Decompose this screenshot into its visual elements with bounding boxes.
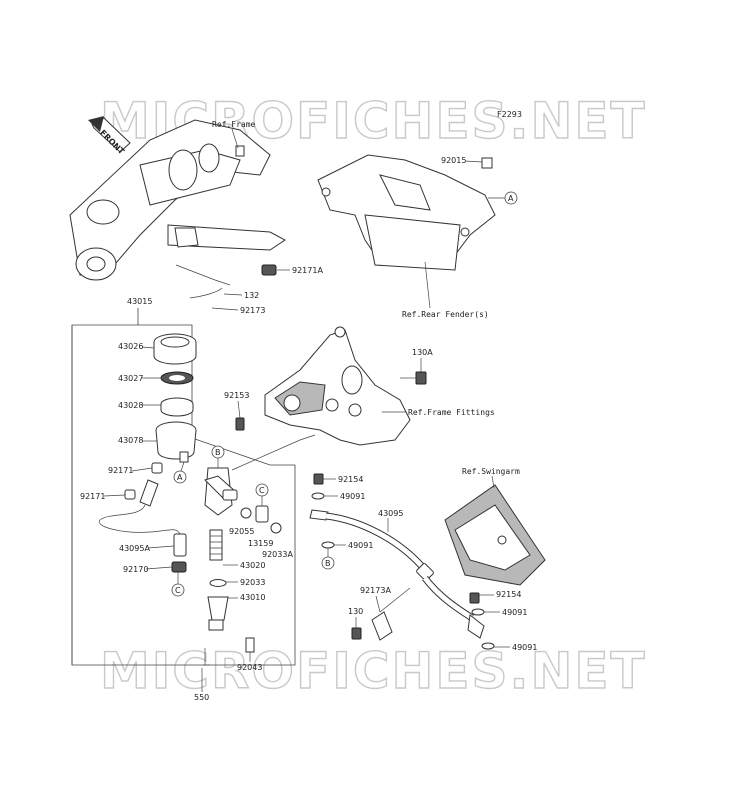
part-43026: 43026 [118, 342, 143, 351]
part-92154-upper: 92154 [338, 475, 363, 484]
part-92170: 92170 [123, 565, 148, 574]
part-43028: 43028 [118, 401, 143, 410]
rear-fender [317, 154, 496, 271]
washer-49091-b [321, 541, 335, 549]
part-92043: 92043 [237, 663, 262, 672]
part-43095A: 43095A [119, 544, 150, 553]
bolt-130A [415, 371, 427, 385]
hose-clamp [371, 587, 411, 641]
washer-49091-c [471, 608, 485, 616]
reservoir-hose [98, 462, 187, 573]
callout-b-line-label: B [325, 559, 331, 568]
part-130: 130 [348, 607, 363, 616]
part-130A: 130A [412, 348, 433, 357]
part-49091-d: 49091 [512, 643, 537, 652]
part-92055: 92055 [229, 527, 254, 536]
part-43010: 43010 [240, 593, 265, 602]
part-92033: 92033 [240, 578, 265, 587]
part-43095: 43095 [378, 509, 403, 518]
part-49091-a: 49091 [340, 492, 365, 501]
callout-c-hose-label: C [175, 586, 181, 595]
part-92173: 92173 [240, 306, 265, 315]
part-550: 550 [194, 693, 209, 702]
part-92154-lower: 92154 [496, 590, 521, 599]
washer-49091-a [311, 492, 325, 500]
figure-code: F2293 [497, 110, 522, 119]
frame-assembly [69, 119, 286, 299]
part-92171-lower: 92171 [80, 492, 105, 501]
ref-swingarm: Ref.Swingarm [462, 467, 520, 476]
reservoir-cap [153, 333, 197, 365]
oring-92033A [270, 522, 282, 534]
brake-hose [309, 509, 485, 639]
part-49091-c: 49091 [502, 608, 527, 617]
callout-a-fender-label: A [508, 194, 514, 203]
part-92153: 92153 [224, 391, 249, 400]
washer-49091-d [481, 642, 495, 650]
part-132: 132 [244, 291, 259, 300]
part-92033A: 92033A [262, 550, 293, 559]
swingarm [444, 484, 546, 586]
oring-92055 [240, 507, 252, 519]
ref-frame-fittings: Ref.Frame Fittings [408, 408, 495, 417]
callout-c-cylinder-label: C [259, 486, 265, 495]
part-43027: 43027 [118, 374, 143, 383]
frame-fittings-bracket [264, 326, 411, 446]
bolt-92154-lower [469, 592, 480, 604]
part-92173A: 92173A [360, 586, 391, 595]
part-92171A: 92171A [292, 266, 323, 275]
bolt-92154-upper [313, 473, 324, 485]
part-92015: 92015 [441, 156, 466, 165]
callout-a-reservoir-label: A [177, 473, 183, 482]
callout-a-reservoir [173, 470, 187, 484]
bolt-130 [351, 627, 362, 640]
part-43020: 43020 [240, 561, 265, 570]
part-92171-upper: 92171 [108, 466, 133, 475]
fitting-13159 [255, 505, 269, 523]
part-13159: 13159 [248, 539, 273, 548]
part-43015: 43015 [127, 297, 152, 306]
ref-rear-fender: Ref.Rear Fender(s) [402, 310, 489, 319]
ref-frame: Ref.Frame [212, 120, 256, 129]
callout-b-cylinder-label: B [215, 448, 221, 457]
part-43078: 43078 [118, 436, 143, 445]
part-49091-b: 49091 [348, 541, 373, 550]
diaphragm [160, 397, 194, 417]
reservoir-tank [155, 421, 197, 463]
bolt-92153 [235, 417, 245, 431]
master-cylinder [203, 445, 255, 666]
watermark-bottom: MICROFICHES.NET [100, 642, 647, 700]
